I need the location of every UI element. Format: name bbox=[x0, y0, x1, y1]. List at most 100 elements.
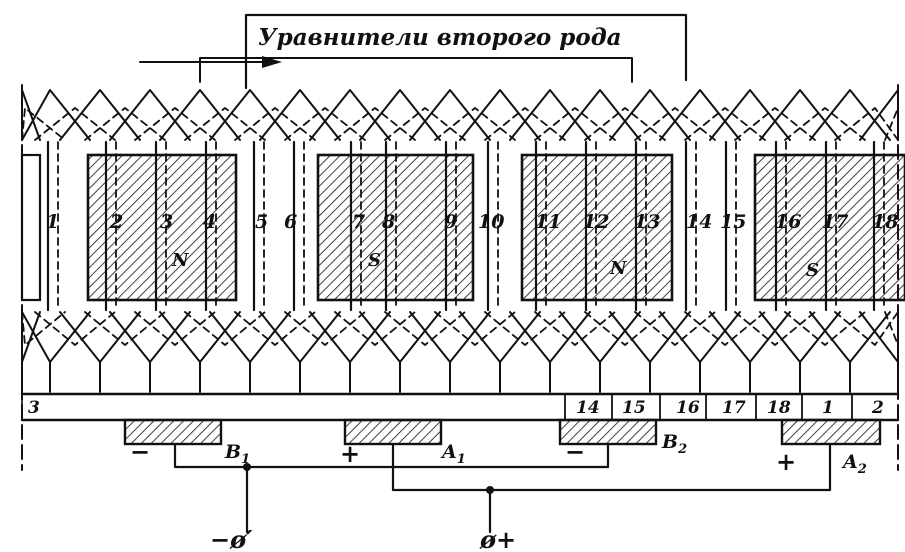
conductor-number: 10 bbox=[478, 211, 504, 233]
bottom-coil-ends bbox=[21, 311, 899, 393]
winding-wire bbox=[284, 107, 366, 141]
brush bbox=[123, 418, 223, 446]
conductor-number: 16 bbox=[775, 211, 801, 233]
pole-piece bbox=[316, 153, 475, 302]
winding-wire bbox=[434, 107, 516, 141]
winding-wire bbox=[459, 89, 541, 141]
brush-polarity-sign: + bbox=[340, 439, 360, 468]
winding-wire bbox=[834, 311, 899, 346]
winding-wire bbox=[484, 107, 566, 141]
conductor-number: 5 bbox=[255, 211, 268, 233]
winding-wire bbox=[359, 311, 441, 363]
winding-wire bbox=[559, 311, 641, 363]
winding-wire bbox=[234, 107, 316, 141]
winding-wire bbox=[659, 89, 741, 141]
winding-wire bbox=[734, 311, 816, 346]
winding-wire bbox=[59, 89, 141, 141]
winding-wire bbox=[709, 311, 791, 363]
commutator-segment-number: 14 bbox=[576, 398, 600, 418]
brush-label: A1 bbox=[440, 441, 466, 467]
brush-label: B1 bbox=[224, 441, 250, 467]
commutator-segment-number: 2 bbox=[871, 398, 884, 418]
winding-wire bbox=[159, 89, 241, 141]
conductor-number: 11 bbox=[535, 211, 561, 233]
winding-wire bbox=[434, 311, 516, 346]
winding-wire bbox=[84, 107, 166, 141]
winding-wire bbox=[734, 107, 816, 141]
plus-terminal-label: ø+ bbox=[479, 525, 516, 552]
commutator-segment-number: 17 bbox=[722, 398, 746, 418]
terminals: −ø′ ø+ bbox=[210, 525, 516, 552]
poles bbox=[20, 153, 905, 302]
winding-wire bbox=[809, 89, 891, 141]
pole-label: S bbox=[368, 250, 381, 271]
conductor-number: 14 bbox=[686, 211, 712, 233]
winding-wire bbox=[509, 89, 591, 141]
winding-wire bbox=[684, 311, 766, 346]
conductor-number: 6 bbox=[284, 211, 297, 233]
pole-label: N bbox=[171, 250, 190, 271]
winding-wire bbox=[709, 89, 791, 141]
winding-wire bbox=[334, 311, 416, 346]
commutator: 3 14 15 16 17 18 1 2 bbox=[20, 392, 900, 422]
pole-piece bbox=[520, 153, 674, 302]
winding-wire bbox=[359, 89, 441, 141]
winding-wire bbox=[559, 89, 641, 141]
commutator-segment-number: 16 bbox=[676, 398, 700, 418]
winding-wire bbox=[21, 89, 41, 141]
winding-wire bbox=[21, 89, 91, 141]
winding-wire bbox=[784, 311, 866, 346]
commutator-segment-number: 18 bbox=[767, 398, 791, 418]
winding-wire bbox=[259, 311, 341, 363]
winding-wire bbox=[21, 107, 66, 141]
winding-wire bbox=[534, 107, 616, 141]
winding-wire bbox=[609, 89, 691, 141]
winding-wire bbox=[259, 89, 341, 141]
winding-wire bbox=[21, 311, 66, 346]
winding-wire bbox=[334, 107, 416, 141]
brush-polarity-sign: + bbox=[776, 447, 796, 476]
conductor-number: 7 bbox=[352, 211, 365, 233]
winding-wire bbox=[34, 311, 116, 346]
conductor-number: 18 bbox=[872, 211, 898, 233]
conductor-number: 2 bbox=[109, 211, 123, 233]
winding-wire bbox=[409, 89, 491, 141]
winding-wire bbox=[759, 311, 841, 363]
winding-wire bbox=[59, 311, 141, 363]
commutator-segment-number: 15 bbox=[622, 398, 646, 418]
winding-wire bbox=[234, 311, 316, 346]
equalizer-title: Уравнители второго рода bbox=[258, 24, 622, 51]
winding-wire bbox=[584, 311, 666, 346]
winding-wire bbox=[109, 89, 191, 141]
pole-label: S bbox=[806, 260, 819, 281]
winding-wire bbox=[409, 311, 491, 363]
winding-wire bbox=[134, 311, 216, 346]
winding-wire bbox=[484, 311, 566, 346]
arrow-icon bbox=[262, 56, 282, 68]
conductor-number: 15 bbox=[720, 211, 746, 233]
winding-wire bbox=[184, 107, 266, 141]
conductor-number: 8 bbox=[381, 211, 395, 233]
conductor-number: 12 bbox=[583, 211, 609, 233]
pole-piece bbox=[86, 153, 238, 302]
pole-piece-left-partial bbox=[20, 153, 42, 302]
brush-labels: − B1 + A1 − B2 + A2 bbox=[130, 431, 867, 477]
pole-piece bbox=[753, 153, 905, 302]
winding-wire bbox=[509, 311, 591, 363]
conductor-number: 9 bbox=[444, 211, 457, 233]
conductor-numbers: 1 2 3 4 5 6 7 8 9 10 11 12 13 14 15 16 1… bbox=[46, 211, 898, 233]
brush-label: A2 bbox=[841, 451, 867, 477]
winding-wire bbox=[834, 107, 899, 141]
winding-wire bbox=[759, 89, 841, 141]
winding-wire bbox=[659, 311, 741, 363]
brush-polarity-sign: − bbox=[565, 437, 585, 466]
winding-wire bbox=[584, 107, 666, 141]
winding-wire bbox=[634, 107, 716, 141]
winding-wire bbox=[784, 107, 866, 141]
winding-wire bbox=[309, 311, 391, 363]
conductor-number: 13 bbox=[634, 211, 660, 233]
top-coil-ends bbox=[21, 89, 899, 141]
brush-polarity-sign: − bbox=[130, 437, 150, 466]
minus-terminal-label: −ø′ bbox=[210, 525, 253, 552]
winding-wire bbox=[534, 311, 616, 346]
